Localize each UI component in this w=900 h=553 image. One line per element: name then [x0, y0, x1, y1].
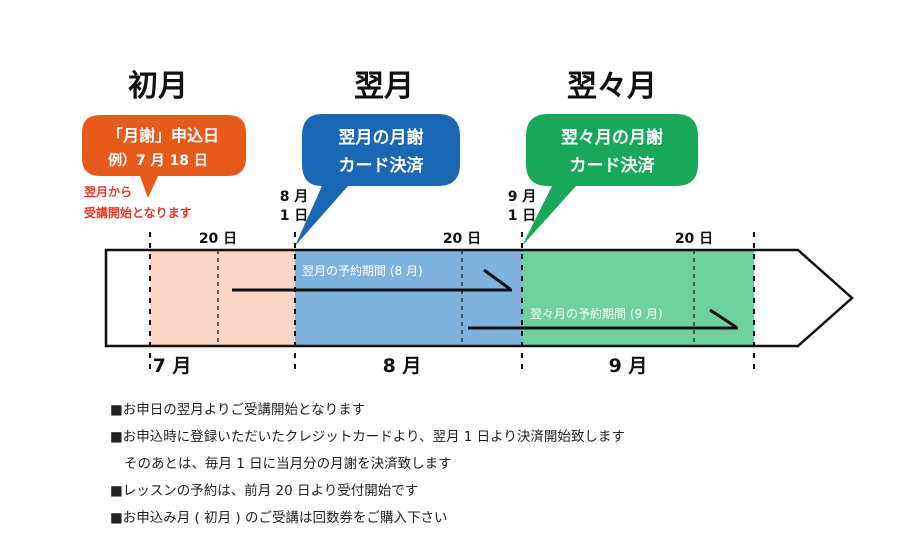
month-label-september: 9 月 [609, 355, 648, 377]
aug-20-label: 20 日 [443, 231, 481, 247]
bubble-application-date: 「月謝」申込日 例）7 月 18 日 [82, 115, 246, 198]
aug-reservation-label: 翌月の予約期間 (8 月) [302, 263, 423, 278]
bubble-green-line1: 翌々月の月謝 [561, 127, 663, 148]
header-first-month: 初月 [128, 69, 188, 104]
bubble-green-line2: カード決済 [570, 155, 656, 176]
notes-list: ■お申日の翌月よりご受講開始となります ■お申込時に登録いただいたクレジットカー… [110, 397, 810, 532]
note-item: そのあとは、毎月 1 日に当月分の月謝を決済致します [124, 456, 452, 472]
aug-1-label-month: 8 月 [280, 189, 309, 205]
header-next-month: 翌月 [354, 69, 414, 104]
note-item: ■お申込時に登録いただいたクレジットカードより、翌月 1 日より決済開始致します [110, 429, 625, 445]
bubble-next-month-payment: 翌月の月謝 カード決済 [295, 114, 460, 246]
sep-reservation-arrow [468, 308, 738, 330]
bubble-month-after-next-payment: 翌々月の月謝 カード決済 [522, 114, 698, 246]
note-item: ■お申日の翌月よりご受講開始となります [110, 402, 366, 418]
note-item: ■お申込み月 ( 初月 ) のご受講は回数券をご購入下さい [110, 510, 448, 526]
orange-note-line1: 翌月から [84, 185, 132, 199]
date-dividers [149, 232, 755, 372]
timeline-bar [104, 248, 854, 348]
header-month-after-next: 翌々月 [567, 69, 657, 104]
month-label-august: 8 月 [383, 355, 422, 377]
note-item: ■レッスンの予約は、前月 20 日より受付開始です [110, 483, 419, 499]
sep-20-label: 20 日 [675, 231, 713, 247]
aug-reservation-arrow [232, 268, 512, 292]
bubble-blue-line2: カード決済 [339, 155, 425, 176]
month-label-july: 7 月 [153, 355, 192, 377]
timeline-outline [104, 248, 854, 348]
sep-1-label-month: 9 月 [508, 189, 537, 205]
bubble-orange-line1: 「月謝」申込日 [107, 126, 219, 145]
twentieth-dividers [217, 250, 695, 346]
august-segment [295, 250, 522, 346]
aug-1-label-day: 1 日 [280, 208, 309, 224]
jul-20-label: 20 日 [199, 231, 237, 247]
sep-1-label-day: 1 日 [508, 208, 537, 224]
july-segment [150, 250, 295, 346]
bubble-blue-line1: 翌月の月謝 [339, 127, 424, 148]
september-segment [522, 250, 754, 346]
sep-reservation-label: 翌々月の予約期間 (9 月) [530, 306, 663, 321]
orange-note-line2: 受講開始となります [84, 205, 192, 220]
bubble-orange-line2: 例）7 月 18 日 [108, 152, 208, 169]
